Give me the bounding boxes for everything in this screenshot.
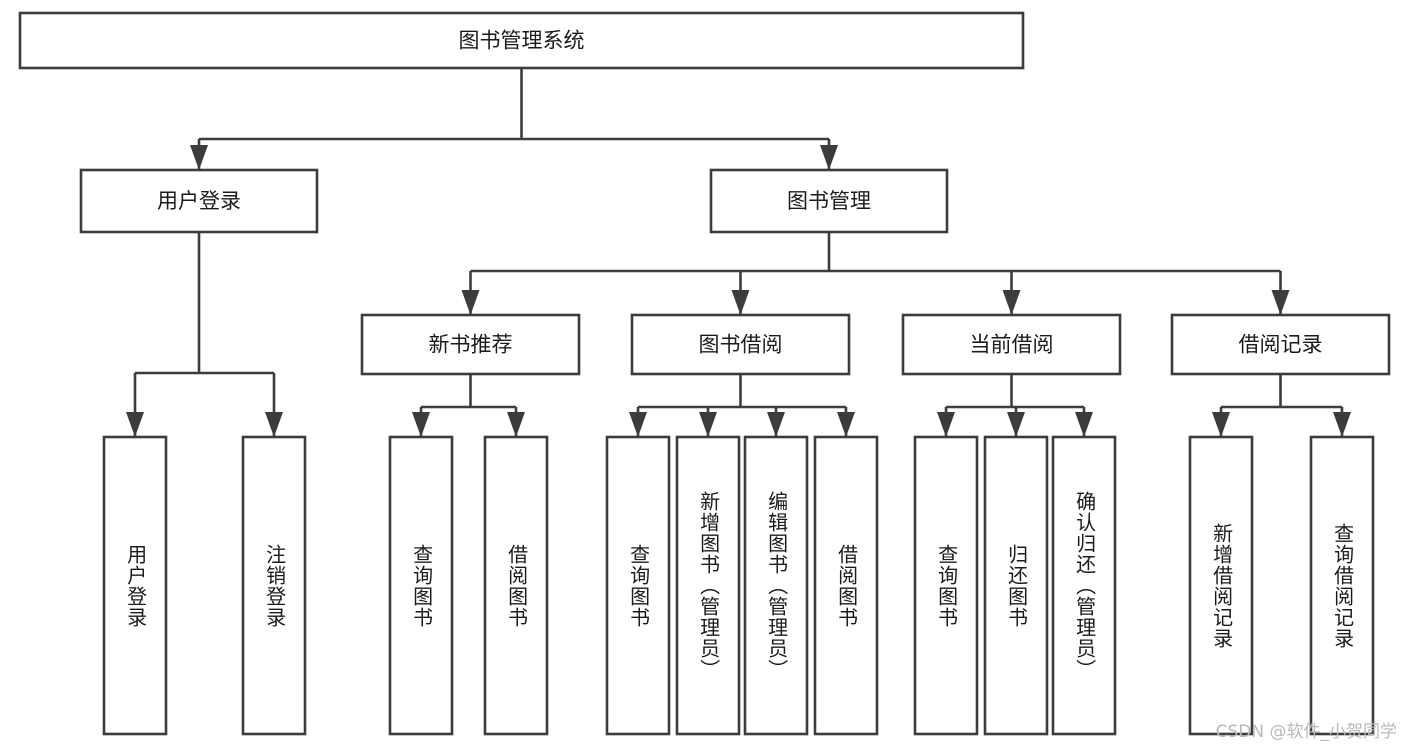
leaf-node-leaf-borrow-book-recommend-label-wrap: 借阅图书	[504, 543, 529, 628]
leaf-node-leaf-borrow-book-recommend-label: 借阅图书	[504, 543, 529, 628]
arrow-head-icon	[412, 412, 430, 437]
leaf-node-leaf-confirm-return-admin-label: 确认归还（管理员）	[1072, 491, 1097, 680]
leaf-node-leaf-query-book-current-label-wrap: 查询图书	[934, 543, 959, 628]
arrow-head-icon	[767, 412, 785, 437]
node-current-borrow-box[interactable]	[901, 313, 1122, 376]
node-new-book-recommend-box[interactable]	[360, 313, 581, 376]
leaf-node-leaf-user-login[interactable]: 用户登录	[102, 435, 168, 736]
leaf-node-leaf-query-borrow-record[interactable]: 查询借阅记录	[1309, 435, 1375, 736]
arrow-head-icon	[1002, 290, 1021, 315]
leaf-node-leaf-logout-login-box[interactable]	[241, 435, 307, 736]
arrow-head-icon	[1212, 412, 1230, 437]
leaf-node-leaf-return-book[interactable]: 归还图书	[983, 435, 1049, 736]
leaf-node-leaf-query-borrow-record-box[interactable]	[1309, 435, 1375, 736]
node-current-borrow[interactable]: 当前借阅	[901, 313, 1122, 376]
leaf-node-leaf-query-book-borrow-box[interactable]	[605, 435, 671, 736]
arrow-head-icon	[190, 145, 208, 170]
node-book-management-box[interactable]	[709, 168, 949, 234]
node-borrow-record-box[interactable]	[1170, 313, 1391, 376]
leaf-node-leaf-logout-login-label: 注销登录	[262, 543, 287, 628]
leaf-node-leaf-logout-login-label-wrap: 注销登录	[262, 543, 287, 628]
leaf-node-leaf-query-book-current[interactable]: 查询图书	[913, 435, 979, 736]
leaf-node-leaf-query-book-recommend-label: 查询图书	[409, 543, 434, 628]
node-book-borrow-label: 图书借阅	[699, 333, 783, 357]
leaf-node-leaf-borrow-book-box[interactable]	[813, 435, 879, 736]
leaf-node-leaf-borrow-book-label-wrap: 借阅图书	[834, 543, 859, 628]
leaf-node-leaf-edit-book-admin-label-wrap: 编辑图书（管理员）	[764, 491, 789, 680]
arrow-head-icon	[731, 290, 750, 315]
csdn-watermark: CSDN @软件_小贺同学	[1215, 722, 1397, 742]
arrow-head-icon	[126, 412, 144, 437]
leaf-node-leaf-edit-book-admin-label: 编辑图书（管理员）	[764, 491, 789, 680]
leaf-node-leaf-query-book-borrow-label-wrap: 查询图书	[626, 543, 651, 628]
leaf-node-leaf-return-book-box[interactable]	[983, 435, 1049, 736]
node-current-borrow-label: 当前借阅	[970, 333, 1054, 357]
arrow-head-icon	[1333, 412, 1351, 437]
arrow-head-icon	[837, 412, 855, 437]
leaf-node-leaf-confirm-return-admin-box[interactable]	[1051, 435, 1117, 736]
arrow-head-icon	[937, 412, 955, 437]
node-user-login-label: 用户登录	[157, 189, 241, 213]
leaf-node-leaf-add-book-admin-label-wrap: 新增图书（管理员）	[696, 491, 721, 680]
leaf-node-leaf-borrow-book-recommend[interactable]: 借阅图书	[483, 435, 549, 736]
node-root-root-label: 图书管理系统	[459, 29, 585, 53]
leaf-node-leaf-add-borrow-record-label: 新增借阅记录	[1209, 522, 1234, 649]
leaf-node-leaf-query-book-borrow-label: 查询图书	[626, 543, 651, 628]
arrow-head-icon	[265, 412, 283, 437]
leaf-node-leaf-query-book-recommend-box[interactable]	[388, 435, 454, 736]
arrow-head-icon	[699, 412, 717, 437]
arrow-head-icon	[461, 290, 480, 315]
leaf-node-leaf-query-book-borrow[interactable]: 查询图书	[605, 435, 671, 736]
leaf-node-leaf-edit-book-admin-box[interactable]	[743, 435, 809, 736]
node-book-borrow-box[interactable]	[630, 313, 851, 376]
leaf-node-leaf-edit-book-admin[interactable]: 编辑图书（管理员）	[743, 435, 809, 736]
leaf-node-leaf-add-borrow-record-box[interactable]	[1188, 435, 1254, 736]
arrow-head-icon	[629, 412, 647, 437]
arrow-head-icon	[1075, 412, 1093, 437]
leaf-node-leaf-add-book-admin-box[interactable]	[675, 435, 741, 736]
node-root-root[interactable]: 图书管理系统	[18, 11, 1025, 70]
leaf-node-leaf-add-borrow-record-label-wrap: 新增借阅记录	[1209, 522, 1234, 649]
node-new-book-recommend-label: 新书推荐	[429, 333, 513, 357]
leaf-node-leaf-user-login-label: 用户登录	[123, 543, 148, 628]
leaf-node-leaf-user-login-box[interactable]	[102, 435, 168, 736]
node-user-login[interactable]: 用户登录	[79, 168, 319, 234]
node-book-borrow[interactable]: 图书借阅	[630, 313, 851, 376]
node-book-management-label: 图书管理	[787, 189, 871, 213]
node-new-book-recommend[interactable]: 新书推荐	[360, 313, 581, 376]
leaf-node-leaf-borrow-book-label: 借阅图书	[834, 543, 859, 628]
leaf-node-leaf-confirm-return-admin[interactable]: 确认归还（管理员）	[1051, 435, 1117, 736]
arrow-head-icon	[1007, 412, 1025, 437]
leaf-node-leaf-logout-login[interactable]: 注销登录	[241, 435, 307, 736]
leaf-node-leaf-add-book-admin[interactable]: 新增图书（管理员）	[675, 435, 741, 736]
leaf-node-leaf-user-login-label-wrap: 用户登录	[123, 543, 148, 628]
arrow-head-icon	[1271, 290, 1290, 315]
leaf-node-leaf-borrow-book[interactable]: 借阅图书	[813, 435, 879, 736]
leaf-node-leaf-return-book-label: 归还图书	[1004, 543, 1029, 628]
leaf-node-leaf-query-borrow-record-label: 查询借阅记录	[1330, 522, 1355, 649]
leaf-node-leaf-add-book-admin-label: 新增图书（管理员）	[696, 491, 721, 680]
leaf-node-leaf-return-book-label-wrap: 归还图书	[1004, 543, 1029, 628]
leaf-node-leaf-add-borrow-record[interactable]: 新增借阅记录	[1188, 435, 1254, 736]
leaf-node-leaf-query-borrow-record-label-wrap: 查询借阅记录	[1330, 522, 1355, 649]
leaf-node-leaf-confirm-return-admin-label-wrap: 确认归还（管理员）	[1072, 491, 1097, 680]
leaf-node-leaf-query-book-current-box[interactable]	[913, 435, 979, 736]
leaf-node-leaf-query-book-current-label: 查询图书	[934, 543, 959, 628]
node-user-login-box[interactable]	[79, 168, 319, 234]
leaf-node-leaf-query-book-recommend-label-wrap: 查询图书	[409, 543, 434, 628]
leaf-node-leaf-borrow-book-recommend-box[interactable]	[483, 435, 549, 736]
arrow-head-icon	[820, 145, 838, 170]
node-book-management[interactable]: 图书管理	[709, 168, 949, 234]
node-root-root-box[interactable]	[18, 11, 1025, 70]
node-borrow-record-label: 借阅记录	[1239, 333, 1323, 357]
node-borrow-record[interactable]: 借阅记录	[1170, 313, 1391, 376]
arrow-head-icon	[507, 412, 525, 437]
leaf-node-leaf-query-book-recommend[interactable]: 查询图书	[388, 435, 454, 736]
